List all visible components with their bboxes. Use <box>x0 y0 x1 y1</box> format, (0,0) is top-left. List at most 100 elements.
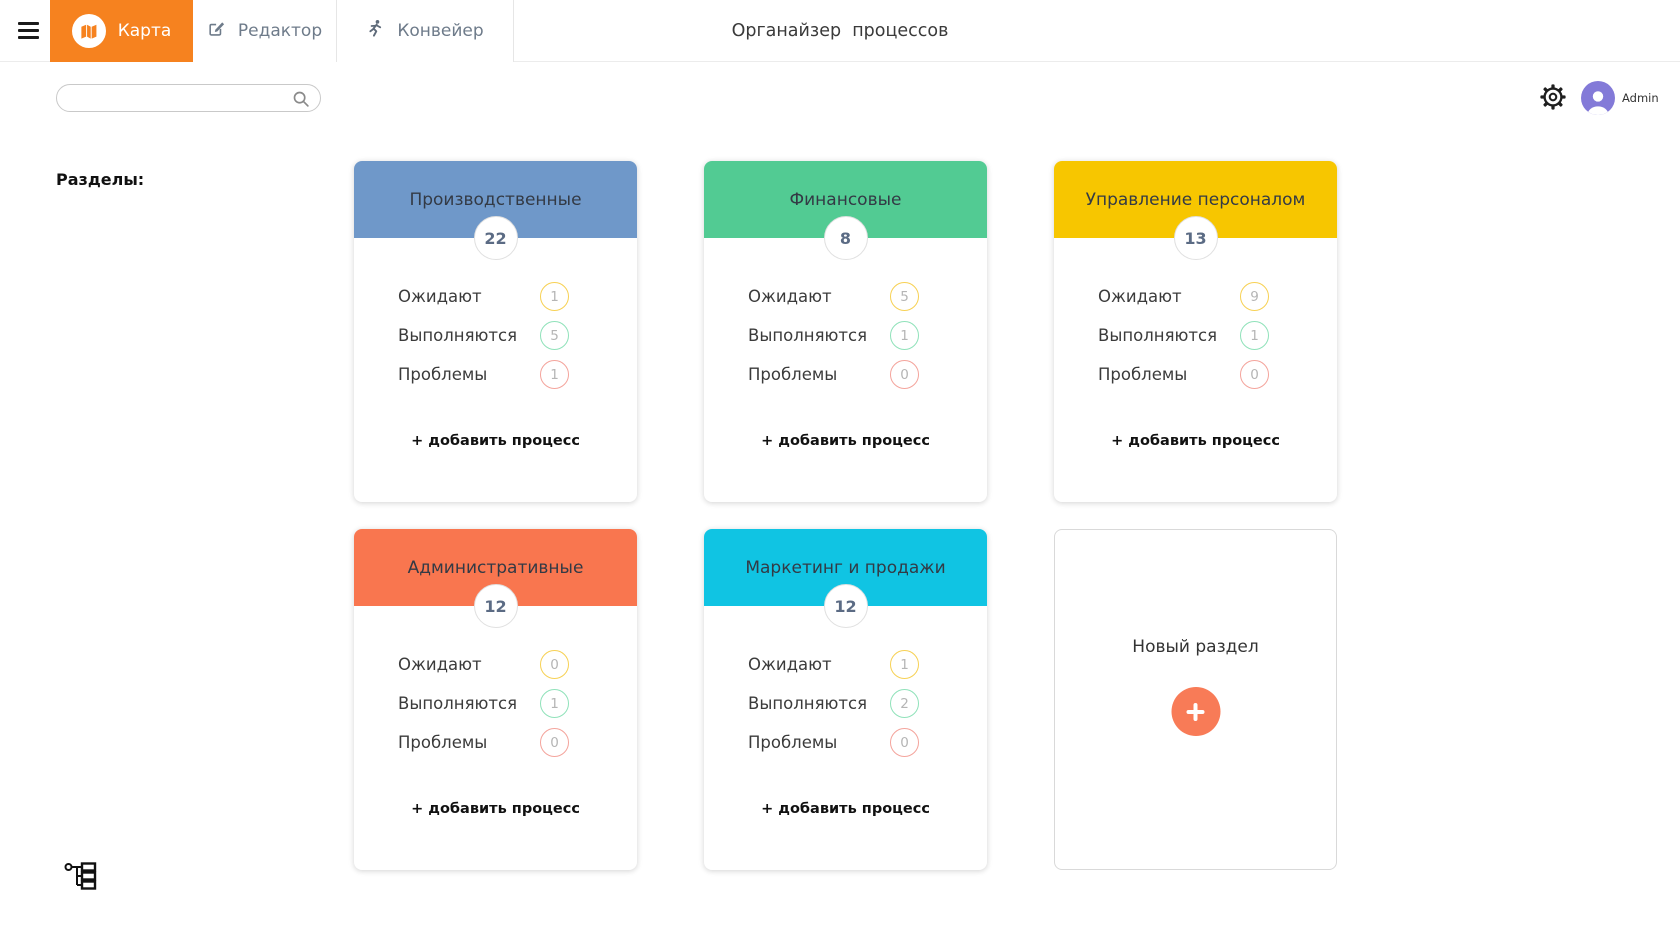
status-count-badge: 1 <box>1240 321 1269 350</box>
status-row: Выполняются 5 <box>398 316 569 355</box>
add-process-button[interactable]: + добавить процесс <box>761 801 930 817</box>
tab-label: Конвейер <box>397 21 484 41</box>
status-row: Проблемы 0 <box>748 355 919 394</box>
section-card-header: Производственные <box>354 161 637 238</box>
plus-icon <box>1186 702 1205 721</box>
status-label: Проблемы <box>748 365 838 384</box>
status-label: Проблемы <box>1098 365 1188 384</box>
section-card-production: Производственные 22 Ожидают 1 Выполняютс… <box>354 161 637 502</box>
search-input[interactable] <box>57 85 320 111</box>
section-count-badge: 13 <box>1173 216 1218 260</box>
status-row: Проблемы 0 <box>398 723 569 762</box>
status-row: Ожидают 1 <box>748 645 919 684</box>
nav-tabs: Карта Редактор <box>50 0 514 62</box>
status-count-badge: 1 <box>890 321 919 350</box>
tab-label: Редактор <box>237 21 323 41</box>
section-count-badge: 12 <box>473 584 518 628</box>
status-label: Ожидают <box>398 287 482 306</box>
new-section-card[interactable]: Новый раздел <box>1054 529 1337 870</box>
section-count-badge: 22 <box>473 216 518 260</box>
status-count-badge: 0 <box>890 360 919 389</box>
status-label: Проблемы <box>398 365 488 384</box>
status-rows: Ожидают 5 Выполняются 1 Проблемы 0 <box>704 238 987 394</box>
status-rows: Ожидают 1 Выполняются 5 Проблемы 1 <box>354 238 637 394</box>
new-section-title: Новый раздел <box>1132 637 1259 657</box>
sections-grid: Производственные 22 Ожидают 1 Выполняютс… <box>354 161 1337 870</box>
section-card-header: Управление персоналом <box>1054 161 1337 238</box>
status-rows: Ожидают 9 Выполняются 1 Проблемы 0 <box>1054 238 1337 394</box>
status-count-badge: 0 <box>1240 360 1269 389</box>
status-rows: Ожидают 0 Выполняются 1 Проблемы 0 <box>354 606 637 762</box>
status-row: Ожидают 5 <box>748 277 919 316</box>
status-label: Выполняются <box>398 326 517 345</box>
status-count-badge: 0 <box>540 728 569 757</box>
section-count-badge: 8 <box>823 216 868 260</box>
status-label: Проблемы <box>748 733 838 752</box>
status-count-badge: 5 <box>540 321 569 350</box>
top-bar: Органайзер процессов Карта <box>0 0 1680 62</box>
section-card-administrative: Административные 12 Ожидают 0 Выполняютс… <box>354 529 637 870</box>
status-label: Выполняются <box>398 694 517 713</box>
map-icon <box>71 14 106 48</box>
hamburger-menu-button[interactable] <box>18 22 39 40</box>
status-label: Ожидают <box>748 287 832 306</box>
status-row: Выполняются 2 <box>748 684 919 723</box>
tab-conveyor[interactable]: Конвейер <box>337 0 514 62</box>
status-label: Ожидают <box>1098 287 1182 306</box>
section-title: Финансовые <box>789 189 902 210</box>
status-label: Ожидают <box>748 655 832 674</box>
status-label: Выполняются <box>1098 326 1217 345</box>
add-process-button[interactable]: + добавить процесс <box>1111 433 1280 449</box>
status-label: Ожидают <box>398 655 482 674</box>
status-row: Ожидают 9 <box>1098 277 1269 316</box>
status-row: Проблемы 0 <box>748 723 919 762</box>
section-title: Производственные <box>409 189 582 210</box>
tree-view-icon[interactable] <box>64 860 100 894</box>
tab-label: Карта <box>117 21 172 41</box>
status-rows: Ожидают 1 Выполняются 2 Проблемы 0 <box>704 606 987 762</box>
tab-map[interactable]: Карта <box>50 0 193 62</box>
add-process-button[interactable]: + добавить процесс <box>761 433 930 449</box>
section-count-badge: 12 <box>823 584 868 628</box>
status-row: Проблемы 1 <box>398 355 569 394</box>
section-title: Управление персоналом <box>1085 189 1306 210</box>
status-count-badge: 2 <box>890 689 919 718</box>
status-count-badge: 1 <box>540 689 569 718</box>
section-title: Маркетинг и продажи <box>745 557 946 578</box>
gear-icon[interactable] <box>1539 83 1567 111</box>
status-label: Проблемы <box>398 733 488 752</box>
add-section-button[interactable] <box>1171 687 1220 736</box>
status-count-badge: 1 <box>890 650 919 679</box>
add-process-button[interactable]: + добавить процесс <box>411 433 580 449</box>
status-row: Ожидают 1 <box>398 277 569 316</box>
status-label: Выполняются <box>748 326 867 345</box>
user-avatar[interactable] <box>1581 81 1615 115</box>
hamburger-bar <box>18 36 39 39</box>
section-card-hr: Управление персоналом 13 Ожидают 9 Выпол… <box>1054 161 1337 502</box>
runner-icon <box>366 19 385 43</box>
add-process-button[interactable]: + добавить процесс <box>411 801 580 817</box>
status-row: Проблемы 0 <box>1098 355 1269 394</box>
status-row: Выполняются 1 <box>748 316 919 355</box>
status-count-badge: 0 <box>890 728 919 757</box>
hamburger-bar <box>18 29 39 32</box>
status-count-badge: 5 <box>890 282 919 311</box>
tab-editor[interactable]: Редактор <box>193 0 337 62</box>
hamburger-bar <box>18 22 39 25</box>
search-box <box>56 84 321 112</box>
status-label: Выполняются <box>748 694 867 713</box>
section-title: Административные <box>407 557 584 578</box>
status-row: Ожидают 0 <box>398 645 569 684</box>
search-icon[interactable] <box>290 88 312 114</box>
status-row: Выполняются 1 <box>1098 316 1269 355</box>
status-row: Выполняются 1 <box>398 684 569 723</box>
status-count-badge: 1 <box>540 360 569 389</box>
person-icon <box>1587 91 1609 115</box>
sections-label: Разделы: <box>56 170 145 189</box>
status-count-badge: 0 <box>540 650 569 679</box>
edit-icon <box>207 19 226 43</box>
status-count-badge: 9 <box>1240 282 1269 311</box>
section-card-finance: Финансовые 8 Ожидают 5 Выполняются 1 Про… <box>704 161 987 502</box>
section-card-marketing: Маркетинг и продажи 12 Ожидают 1 Выполня… <box>704 529 987 870</box>
